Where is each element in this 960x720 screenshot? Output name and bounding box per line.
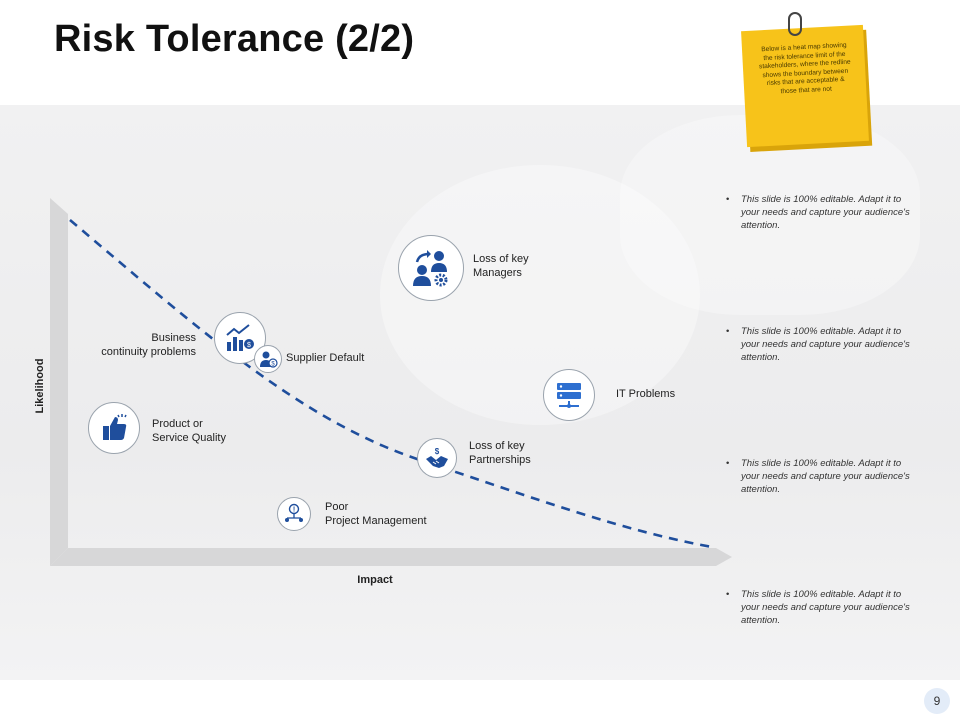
risk-label-loss-of-key-managers: Loss of key Managers xyxy=(473,253,529,279)
bullet-note-3: • This slide is 100% editable. Adapt it … xyxy=(726,457,916,496)
svg-text:!: ! xyxy=(293,507,295,514)
people-gear-icon xyxy=(413,250,448,287)
risk-icon-loss-of-key-managers xyxy=(398,235,464,301)
x-axis-bar xyxy=(50,548,732,566)
tolerance-boundary-line xyxy=(69,219,713,549)
paper-clip-icon xyxy=(788,12,802,36)
alert-network-icon: ! xyxy=(285,503,303,522)
risk-label-business-continuity: Business continuity problems xyxy=(101,332,196,358)
risk-icon-loss-of-key-partnerships: $ xyxy=(417,438,457,478)
svg-text:$: $ xyxy=(247,342,251,349)
risk-label-product-quality: Product or Service Quality xyxy=(152,418,226,444)
risk-label-loss-of-key-partnerships: Loss of key Partnerships xyxy=(469,440,531,466)
y-axis-label: Likelihood xyxy=(34,358,46,414)
bullet-text: This slide is 100% editable. Adapt it to… xyxy=(741,326,910,363)
risk-icon-it-problems xyxy=(543,369,595,421)
handshake-icon: $ xyxy=(426,447,448,468)
risk-label-supplier-default: Supplier Default xyxy=(286,352,365,364)
bullet-note-1: • This slide is 100% editable. Adapt it … xyxy=(726,193,916,232)
bullet-marker: • xyxy=(726,589,730,600)
bullet-marker: • xyxy=(726,326,730,337)
background-shape xyxy=(620,115,920,315)
bullet-marker: • xyxy=(726,458,730,469)
page-number-badge: 9 xyxy=(924,688,950,714)
background-photo xyxy=(0,105,960,680)
bullet-note-2: • This slide is 100% editable. Adapt it … xyxy=(726,325,916,364)
bullet-marker: • xyxy=(726,194,730,205)
bullet-text: This slide is 100% editable. Adapt it to… xyxy=(741,458,910,495)
bullet-note-4: • This slide is 100% editable. Adapt it … xyxy=(726,588,916,627)
risk-icon-poor-project-management: ! xyxy=(277,497,311,531)
risk-label-it-problems: IT Problems xyxy=(616,388,676,400)
user-dollar-icon: $ xyxy=(260,351,278,368)
bullet-text: This slide is 100% editable. Adapt it to… xyxy=(741,589,910,626)
y-axis-bar xyxy=(50,198,68,566)
risk-icon-supplier-default: $ xyxy=(254,345,282,373)
page-title: Risk Tolerance (2/2) xyxy=(54,18,415,60)
risk-label-poor-project-management: Poor Project Management xyxy=(325,501,427,527)
x-axis-label: Impact xyxy=(357,574,393,586)
svg-text:$: $ xyxy=(435,447,440,456)
bullet-text: This slide is 100% editable. Adapt it to… xyxy=(741,194,910,231)
risk-icon-product-quality xyxy=(88,402,140,454)
server-icon xyxy=(557,383,581,408)
svg-text:$: $ xyxy=(271,362,275,368)
thumbs-up-icon xyxy=(103,414,127,440)
bar-chart-dollar-icon: $ xyxy=(226,324,254,351)
